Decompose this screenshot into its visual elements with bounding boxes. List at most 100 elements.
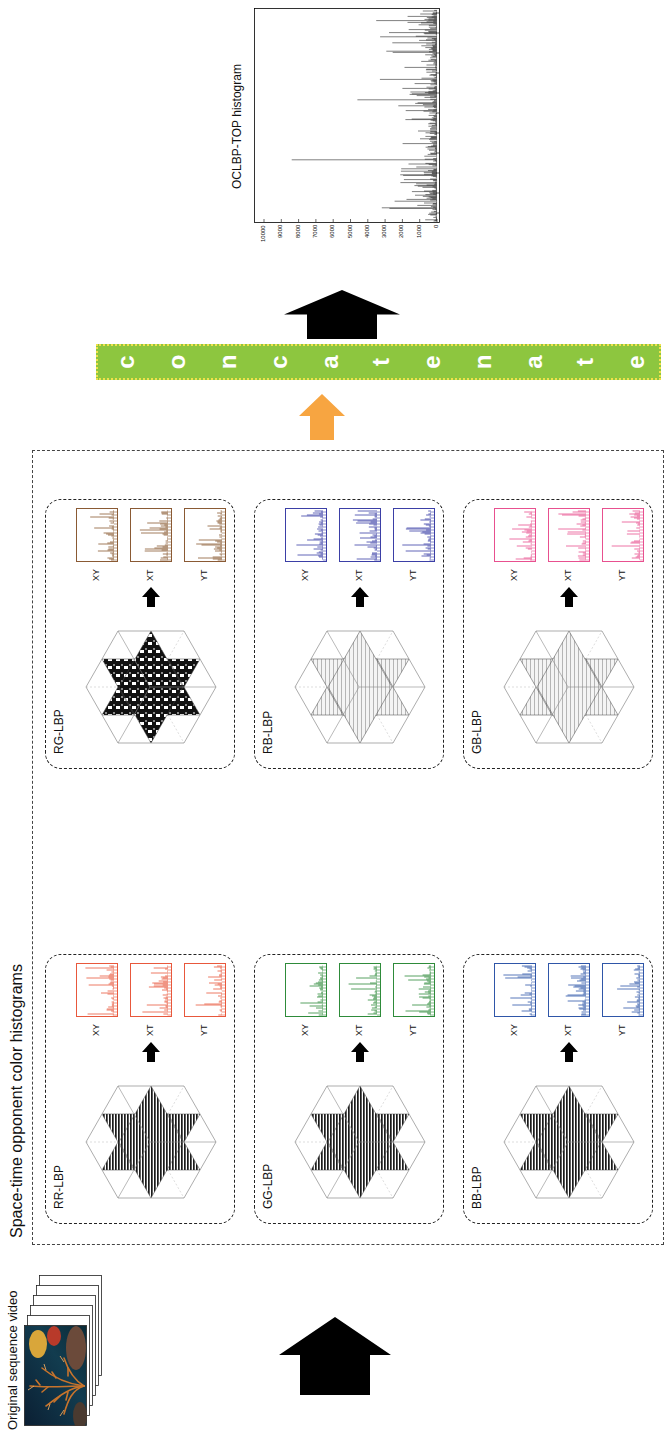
histogram-bars [349, 966, 377, 1015]
plane-label: XY [300, 1024, 310, 1036]
plane-label: YT [199, 1024, 209, 1036]
histogram-axis-ticks [222, 512, 225, 560]
histogram-frame [286, 964, 327, 1017]
y-tick-label: 7000 [312, 225, 319, 238]
mini-histogram [285, 963, 327, 1017]
histogram-bars [509, 511, 532, 560]
orthogonal-planes [504, 1086, 634, 1198]
mini-histogram [393, 508, 435, 562]
histogram-frame [495, 509, 536, 562]
histogram-bars [402, 511, 431, 560]
orthogonal-planes [86, 631, 216, 743]
arrow-shape [142, 587, 160, 607]
y-tick-label: 8000 [295, 225, 302, 238]
x-axis-ticks [436, 13, 439, 213]
y-tick-label: 1000 [416, 225, 423, 238]
histogram-axis-ticks [323, 512, 326, 560]
histogram-frame [394, 509, 435, 562]
mini-histogram [184, 963, 226, 1017]
mini-histogram [602, 508, 644, 562]
small-arrow [350, 586, 370, 608]
histogram-axis-ticks [222, 967, 225, 1015]
block-arrow [284, 290, 400, 339]
plane-label: YT [617, 1024, 627, 1036]
y-tick-label: 0 [433, 225, 440, 228]
plane-label: XY [509, 1024, 519, 1036]
histogram-axis-ticks [377, 512, 380, 560]
histogram-frame [394, 964, 435, 1017]
histogram-bars [140, 511, 168, 560]
mini-histogram [393, 963, 435, 1017]
histogram-bars [617, 966, 640, 1015]
concatenate-label: concatenate [100, 338, 661, 386]
video-node: Original sequence video [4, 1270, 104, 1430]
hist-node: 0 1000 2000 3000 4000 5000 6000 7000 8000 9000 100… [228, 3, 443, 250]
plane-label: XY [509, 569, 519, 581]
histogram-frame [340, 964, 381, 1017]
histogram-axis-ticks [168, 512, 171, 560]
space-time-cube [76, 1067, 226, 1217]
lbp-title: BB-LBP [470, 1166, 484, 1209]
inner-node: RR-LBPXYXTYT [45, 954, 235, 1224]
histogram-bars [566, 966, 586, 1015]
histogram-bars [296, 511, 323, 560]
histogram-frame [286, 509, 327, 562]
arrow-shape [351, 1042, 369, 1062]
histogram-frame [549, 509, 590, 562]
histogram-bars [353, 511, 377, 560]
outer-node: Space-time opponent color histogramsRR-L… [32, 450, 664, 1245]
y-tick-label: 10000 [260, 225, 267, 242]
histogram-axis-ticks [431, 512, 434, 560]
y-tick-label: 9000 [277, 225, 284, 238]
arrow-shape [560, 587, 578, 607]
group-title: Space-time opponent color histograms [8, 964, 26, 1238]
inner-node: GG-LBPXYXTYT [254, 954, 444, 1224]
plane-label: XT [563, 1024, 573, 1036]
histogram-bars [196, 511, 222, 560]
y-tick-label: 2000 [398, 225, 405, 238]
y-tick-label: 3000 [381, 225, 388, 238]
histogram-bars [558, 511, 586, 560]
lbp-title: RR-LBP [52, 1165, 66, 1209]
small-arrow [141, 586, 161, 608]
histogram-axis-ticks [114, 512, 117, 560]
y-tick-label: 5000 [347, 225, 354, 238]
histogram-axis-ticks [586, 967, 589, 1015]
histogram-title: OCLBP-TOP histogram [230, 64, 244, 189]
inner-node: RG-LBPXYXTYT [45, 499, 235, 769]
y-tick-label: 6000 [329, 225, 336, 238]
histogram-frame [185, 509, 226, 562]
arrow-shape [560, 1042, 578, 1062]
histogram-bars [90, 511, 114, 560]
mini-histogram [602, 963, 644, 1017]
histogram-frame [340, 509, 381, 562]
histogram-axis-ticks [323, 967, 326, 1015]
plane-label: XY [91, 1024, 101, 1036]
histogram-bars [196, 966, 222, 1015]
space-time-cube [76, 612, 226, 762]
arrow-shape [142, 1042, 160, 1062]
histogram-frame [77, 509, 118, 562]
y-tick-label: 4000 [364, 225, 371, 238]
histogram-axis-ticks [640, 512, 643, 560]
inner-node: RB-LBPXYXTYT [254, 499, 444, 769]
plane-label: YT [199, 569, 209, 581]
orthogonal-planes [295, 1086, 425, 1198]
mini-histogram [339, 963, 381, 1017]
small-arrow [559, 1041, 579, 1063]
lbp-title: RB-LBP [261, 711, 275, 754]
mini-histogram [548, 963, 590, 1017]
histogram-axis-ticks [168, 967, 171, 1015]
small-arrow [559, 586, 579, 608]
mini-histogram [494, 963, 536, 1017]
space-time-cube [494, 1067, 644, 1217]
mini-histogram [76, 508, 118, 562]
histogram-frame [495, 964, 536, 1017]
orthogonal-planes [86, 1086, 216, 1198]
block-arrow [299, 394, 345, 440]
plane-label: XT [354, 1024, 364, 1036]
plane-label: XT [145, 569, 155, 581]
mini-histogram [76, 963, 118, 1017]
arrow-shape [351, 587, 369, 607]
